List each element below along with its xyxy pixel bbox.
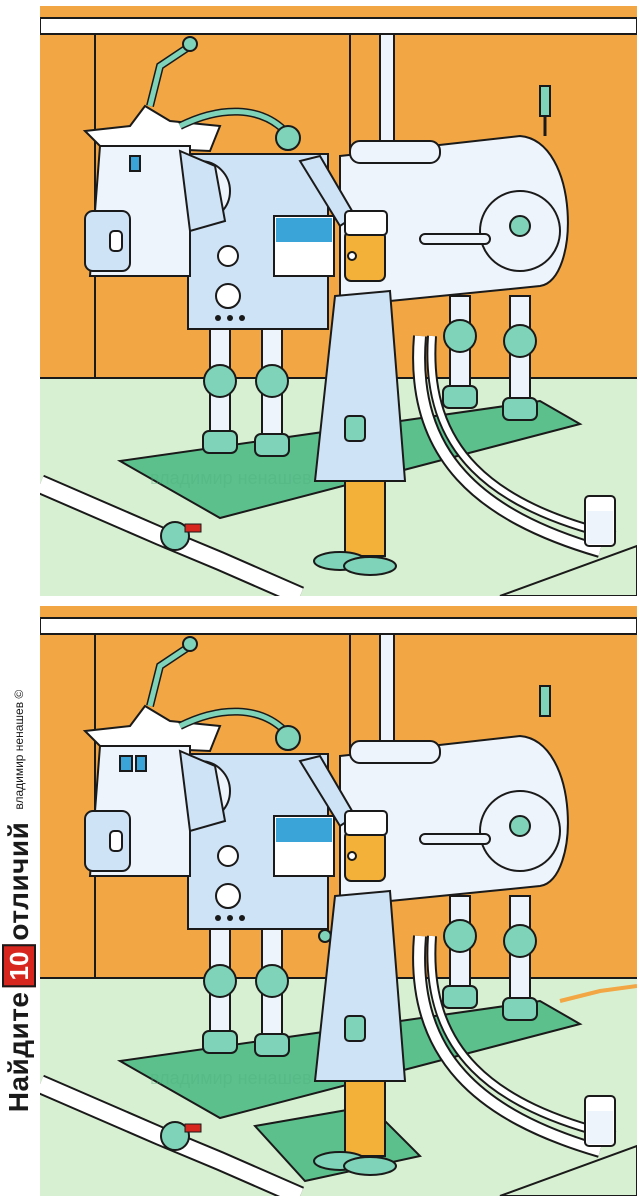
ceiling-rail: [40, 17, 637, 35]
puzzle-image-original[interactable]: владимир ненашев: [40, 6, 637, 596]
counter: [499, 1144, 637, 1196]
extra-valve: [318, 929, 332, 943]
counter: [499, 544, 637, 596]
watermark: владимир ненашев: [150, 468, 312, 488]
cow-head: [82, 104, 227, 277]
puzzle-brand: Найдите 10 отличий владимир ненашев ©: [0, 606, 38, 1196]
author-credit: владимир ненашев ©: [12, 689, 26, 810]
ceiling-pipe: [379, 633, 395, 745]
ceiling-pipe: [379, 33, 395, 145]
worker: [275, 725, 407, 1176]
machine-legs: [202, 895, 538, 1057]
brand-differences-text: отличий: [3, 821, 34, 941]
cow-head: [82, 704, 227, 877]
illustration-original: владимир ненашев: [40, 6, 637, 596]
ceiling-rail: [40, 617, 637, 635]
tail-post: [539, 685, 551, 717]
watermark: владимир ненашев: [150, 1068, 312, 1088]
machine-legs: [202, 295, 538, 457]
worker: [275, 125, 407, 576]
puzzle-image-modified[interactable]: владимир ненашев: [40, 606, 637, 1196]
brand-find-text: Найдите: [3, 991, 34, 1113]
spill-streak: [559, 984, 637, 1003]
brand-number-badge: 10: [2, 944, 36, 988]
illustration-modified: владимир ненашев: [40, 606, 637, 1196]
